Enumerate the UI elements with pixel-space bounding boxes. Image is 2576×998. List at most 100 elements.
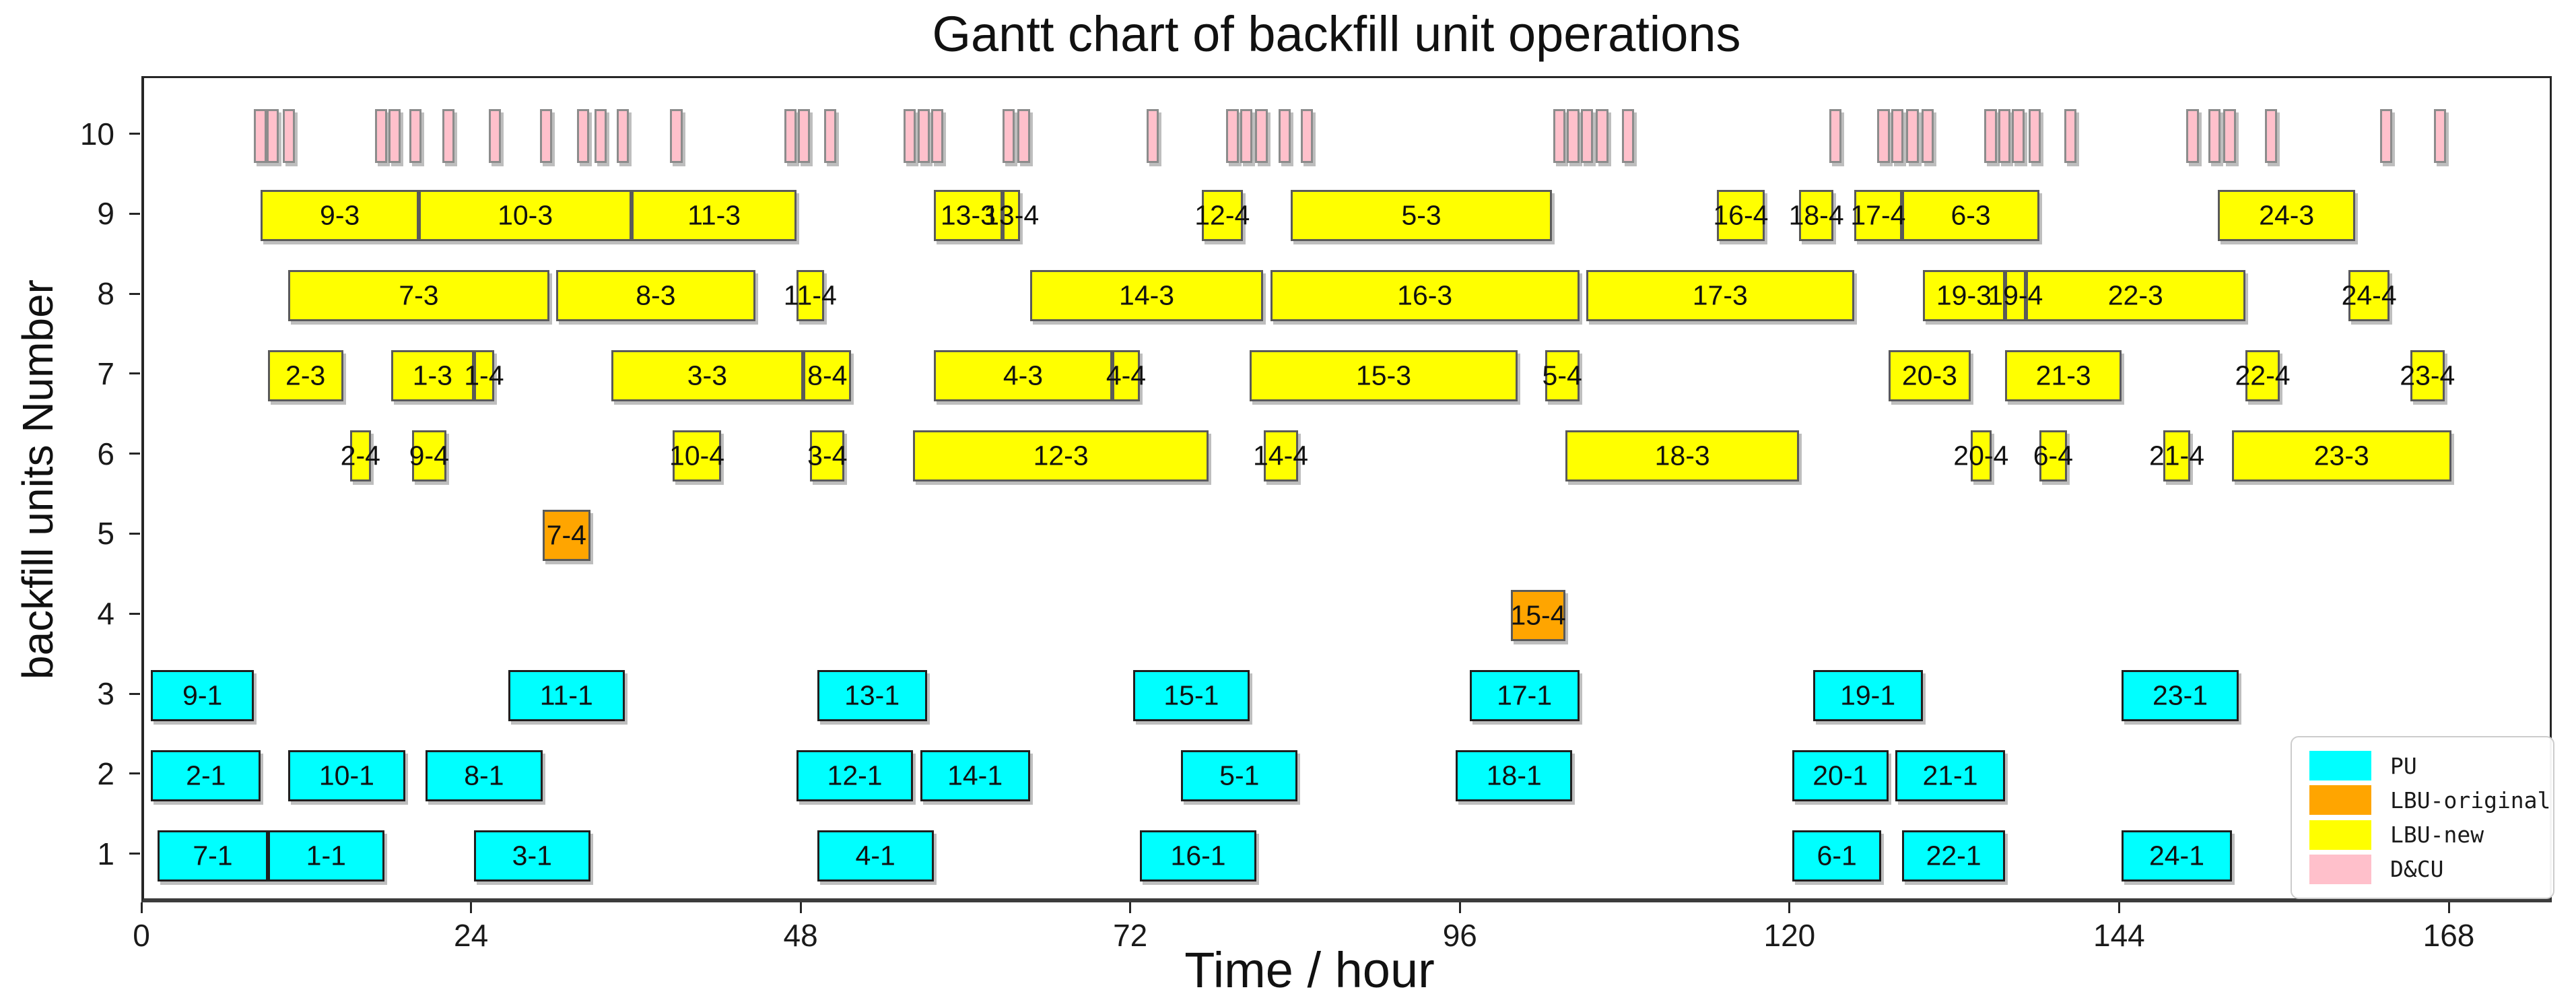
gantt-bar-6-3: 6-3 — [1902, 190, 2040, 242]
gantt-bar-6-4: 6-4 — [2033, 430, 2073, 481]
bar-label: 13-3 — [940, 199, 996, 231]
bar-label: 6-1 — [1817, 840, 1857, 871]
gantt-bar-1-4: 1-4 — [464, 350, 504, 401]
bar-label: 2-4 — [340, 440, 380, 471]
legend-item-lbu-new: LBU-new — [2309, 820, 2536, 850]
gantt-bar-8-1: 8-1 — [426, 750, 543, 801]
bar-label: 9-3 — [320, 199, 360, 231]
legend-swatch — [2309, 820, 2371, 850]
gantt-bar-dcu — [670, 108, 683, 163]
legend-label: D&CU — [2390, 856, 2444, 883]
x-axis-label: Time / hour — [1184, 942, 1435, 998]
gantt-bar-9-4: 9-4 — [409, 430, 449, 481]
gantt-bar-dcu — [576, 108, 589, 163]
bar-label: 18-1 — [1486, 760, 1542, 791]
gantt-bar-dcu — [1300, 108, 1313, 163]
x-tick-mark — [799, 902, 802, 913]
gantt-bar-3-4: 3-4 — [807, 430, 847, 481]
y-tick-mark — [129, 692, 140, 695]
bar-label: 24-3 — [2259, 199, 2315, 231]
x-tick-label: 48 — [783, 918, 818, 953]
gantt-bar-15-1: 15-1 — [1132, 670, 1250, 721]
gantt-bar-dcu — [1567, 108, 1580, 163]
bar-label: 10-4 — [669, 440, 725, 471]
legend-swatch — [2309, 785, 2371, 816]
bar-label: 20-4 — [1953, 440, 2009, 471]
bar-label: 11-1 — [539, 679, 593, 711]
gantt-bar-20-4: 20-4 — [1953, 430, 2008, 481]
legend-item-d-cu: D&CU — [2309, 854, 2536, 884]
gantt-bar-24-3: 24-3 — [2218, 190, 2356, 242]
gantt-bar-dcu — [904, 108, 916, 163]
x-tick-label: 72 — [1113, 918, 1148, 953]
gantt-bar-dcu — [1147, 108, 1159, 163]
bar-label: 7-3 — [399, 279, 439, 311]
gantt-bar-dcu — [1255, 108, 1268, 163]
bar-label: 15-1 — [1163, 679, 1219, 711]
gantt-bar-dcu — [2223, 108, 2236, 163]
gantt-bar-13-3: 13-3 — [933, 190, 1003, 242]
chart-title: Gantt chart of backfill unit operations — [932, 6, 1741, 62]
gantt-bar-dcu — [1278, 108, 1291, 163]
gantt-bar-19-3: 19-3 — [1922, 270, 2006, 322]
gantt-bar-17-1: 17-1 — [1469, 670, 1580, 721]
y-tick-label: 8 — [97, 276, 114, 312]
legend-item-lbu-original: LBU-original — [2309, 785, 2550, 816]
bar-label: 17-1 — [1497, 679, 1553, 711]
gantt-bar-20-1: 20-1 — [1792, 750, 1889, 801]
bar-label: 7-4 — [546, 519, 586, 551]
legend-swatch — [2309, 751, 2371, 780]
gantt-bar-dcu — [539, 108, 552, 163]
y-tick-label: 3 — [97, 676, 114, 711]
gantt-bar-dcu — [2208, 108, 2221, 163]
gantt-bar-dcu — [374, 108, 388, 163]
gantt-bar-2-1: 2-1 — [151, 750, 261, 801]
bar-label: 21-4 — [2148, 440, 2205, 471]
bar-label: 6-4 — [2033, 440, 2074, 471]
gantt-bar-dcu — [2379, 108, 2393, 163]
y-tick-mark — [129, 772, 140, 775]
gantt-bar-dcu — [1621, 108, 1635, 163]
gantt-bar-17-3: 17-3 — [1586, 270, 1854, 322]
gantt-bar-dcu — [1829, 108, 1842, 163]
bar-label: 16-3 — [1397, 279, 1453, 311]
gantt-bar-14-4: 14-4 — [1253, 430, 1308, 481]
bar-label: 22-1 — [1926, 840, 1981, 871]
gantt-bar-dcu — [930, 108, 944, 163]
gantt-bar-4-3: 4-3 — [933, 350, 1113, 401]
bar-label: 12-3 — [1033, 440, 1089, 471]
gantt-bar-8-3: 8-3 — [556, 270, 755, 322]
bar-label: 17-4 — [1850, 199, 1906, 231]
bar-label: 21-1 — [1922, 760, 1978, 791]
legend-label: PU — [2390, 752, 2417, 779]
bar-label: 8-4 — [807, 360, 848, 391]
gantt-bar-14-3: 14-3 — [1029, 270, 1264, 322]
bar-label: 14-4 — [1252, 440, 1309, 471]
gantt-bar-11-1: 11-1 — [508, 670, 625, 721]
x-tick-mark — [1788, 902, 1791, 913]
bar-label: 1-3 — [412, 360, 453, 391]
gantt-bar-dcu — [442, 108, 455, 163]
gantt-bar-dcu — [1921, 108, 1934, 163]
gantt-bar-12-4: 12-4 — [1194, 190, 1250, 242]
bar-label: 6-3 — [1951, 199, 1991, 231]
gantt-bar-dcu — [489, 108, 502, 163]
y-tick-label: 2 — [97, 756, 114, 791]
y-tick-label: 5 — [97, 516, 114, 552]
bar-label: 7-1 — [193, 840, 233, 871]
gantt-bar-dcu — [823, 108, 837, 163]
gantt-bar-16-4: 16-4 — [1713, 190, 1768, 242]
gantt-bar-18-1: 18-1 — [1456, 750, 1573, 801]
bar-label: 19-1 — [1840, 679, 1896, 711]
y-tick-label: 7 — [97, 356, 114, 391]
legend-item-pu: PU — [2309, 751, 2536, 780]
gantt-bar-23-3: 23-3 — [2231, 430, 2451, 481]
gantt-bar-dcu — [1553, 108, 1566, 163]
gantt-bar-22-3: 22-3 — [2025, 270, 2245, 322]
gantt-bar-dcu — [2264, 108, 2277, 163]
bar-label: 11-4 — [783, 279, 837, 311]
gantt-bar-10-3: 10-3 — [419, 190, 632, 242]
gantt-bar-5-3: 5-3 — [1291, 190, 1552, 242]
